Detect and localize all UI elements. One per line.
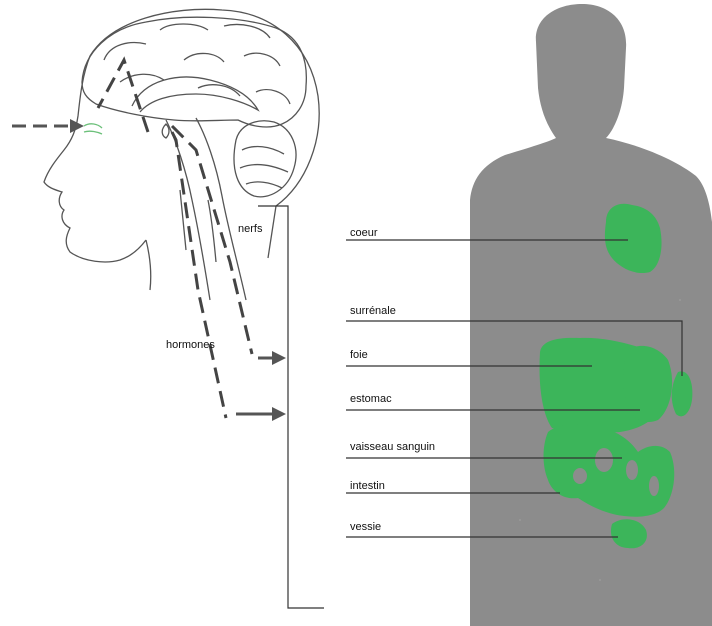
label-hormones: hormones bbox=[166, 339, 215, 351]
brain-outline bbox=[82, 17, 306, 127]
nerve-connector bbox=[258, 206, 324, 608]
label-vaisseau: vaisseau sanguin bbox=[350, 441, 435, 453]
body-silhouette bbox=[470, 4, 712, 626]
label-foie: foie bbox=[350, 349, 368, 361]
connector-lines bbox=[258, 206, 324, 608]
body-shape bbox=[470, 4, 712, 626]
label-nerfs: nerfs bbox=[238, 223, 263, 235]
neural-pathways bbox=[98, 60, 252, 418]
dash-path-hormones bbox=[172, 126, 252, 354]
dash-path-upper bbox=[98, 60, 148, 132]
diagram-labels: nerfs hormones coeur surrénale foie esto… bbox=[166, 223, 435, 533]
head-illustration bbox=[44, 9, 319, 300]
label-surrenale: surrénale bbox=[350, 305, 396, 317]
stimulus-arrow bbox=[12, 119, 84, 133]
label-vessie: vessie bbox=[350, 521, 381, 533]
eye-region bbox=[84, 124, 102, 134]
neck-front bbox=[146, 240, 151, 290]
label-estomac: estomac bbox=[350, 393, 392, 405]
label-intestin: intestin bbox=[350, 480, 385, 492]
pituitary bbox=[162, 124, 169, 138]
label-coeur: coeur bbox=[350, 227, 378, 239]
hormone-arrows bbox=[236, 351, 286, 421]
cerebellum bbox=[234, 121, 296, 197]
